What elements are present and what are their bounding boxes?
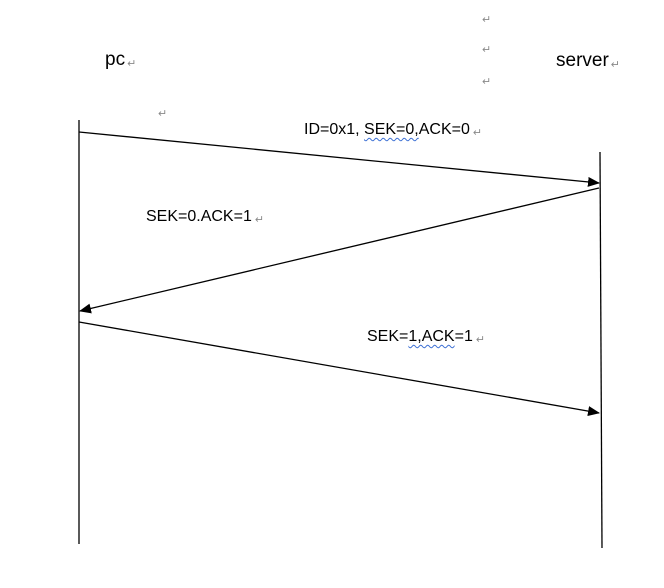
paragraph-mark-icon: ↵ <box>482 44 492 56</box>
message-3-prefix: SEK= <box>367 328 409 345</box>
message-3-underlined: 1,ACK <box>408 328 455 345</box>
message-arrow-3 <box>78 321 600 417</box>
message-2-prefix: SEK=0.ACK=1 <box>146 208 252 225</box>
paragraph-mark-icon: ↵ <box>158 108 168 120</box>
server-actor-label: server↵ <box>556 50 621 71</box>
paragraph-mark-icon: ↵ <box>475 334 486 346</box>
pc-actor-text: pc <box>105 49 126 70</box>
message-label-3: SEK=1,ACK=1↵ <box>367 328 486 346</box>
paragraph-mark-icon: ↵ <box>472 127 483 139</box>
server-actor-text: server <box>556 50 609 71</box>
server-lifeline <box>599 151 603 549</box>
message-arrow-1 <box>78 131 600 187</box>
message-1-suffix: ACK=0 <box>418 121 470 138</box>
pc-actor-label: pc↵ <box>105 49 137 70</box>
paragraph-mark-icon: ↵ <box>254 214 265 226</box>
message-1-underlined: SEK=0, <box>364 121 419 138</box>
paragraph-mark-icon: ↵ <box>610 59 621 71</box>
paragraph-mark-icon: ↵ <box>482 76 492 88</box>
paragraph-mark-icon: ↵ <box>482 14 492 26</box>
paragraph-mark-icon: ↵ <box>127 58 137 70</box>
message-label-1: ID=0x1, SEK=0,ACK=0↵ <box>304 121 483 139</box>
message-arrow-2 <box>79 187 600 314</box>
message-1-prefix: ID=0x1, <box>304 121 365 138</box>
message-3-suffix: =1 <box>454 328 473 345</box>
message-label-2: SEK=0.ACK=1↵ <box>146 208 265 226</box>
